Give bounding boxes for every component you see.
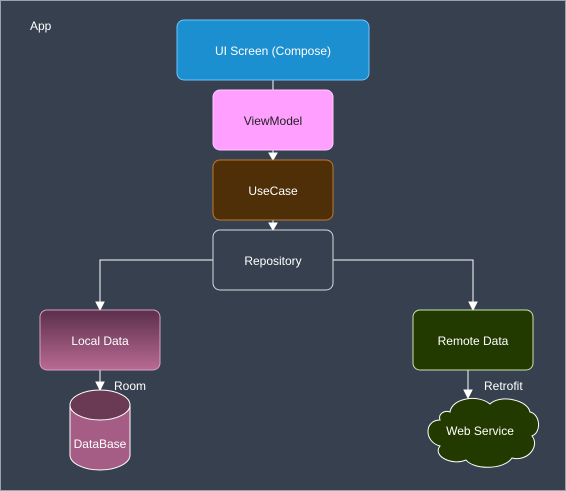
- node-database: DataBase: [69, 389, 131, 471]
- node-viewmodel-label: ViewModel: [244, 114, 302, 128]
- node-local-data: Local Data: [39, 309, 161, 371]
- edge-repository-local: [99, 259, 213, 304]
- node-usecase-label: UseCase: [248, 184, 298, 198]
- arrowhead-webservice: [463, 389, 473, 400]
- node-web-service: Web Service: [427, 397, 539, 468]
- node-remote-data-label: Remote Data: [438, 334, 509, 348]
- edge-label-retrofit: Retrofit: [484, 379, 523, 393]
- node-repository-label: Repository: [244, 254, 301, 268]
- node-ui-screen-label: UI Screen (Compose): [215, 44, 331, 58]
- edges: [95, 80, 478, 400]
- node-viewmodel: ViewModel: [212, 89, 334, 151]
- node-web-service-label: Web Service: [446, 424, 514, 438]
- edge-label-room: Room: [114, 379, 146, 393]
- arrowhead-remote: [468, 301, 478, 312]
- node-database-label: DataBase: [74, 437, 127, 451]
- app-container-label: App: [30, 19, 52, 33]
- node-ui-screen: UI Screen (Compose): [176, 19, 370, 81]
- arrowhead-database: [95, 381, 105, 392]
- arrowhead-usecase: [268, 152, 278, 162]
- node-repository: Repository: [212, 229, 334, 291]
- arrowhead-repository: [268, 222, 278, 232]
- node-local-data-label: Local Data: [71, 334, 129, 348]
- edge-repository-remote: [333, 259, 474, 304]
- node-usecase: UseCase: [212, 159, 334, 221]
- arrowhead-local: [95, 301, 105, 312]
- node-remote-data: Remote Data: [412, 309, 534, 371]
